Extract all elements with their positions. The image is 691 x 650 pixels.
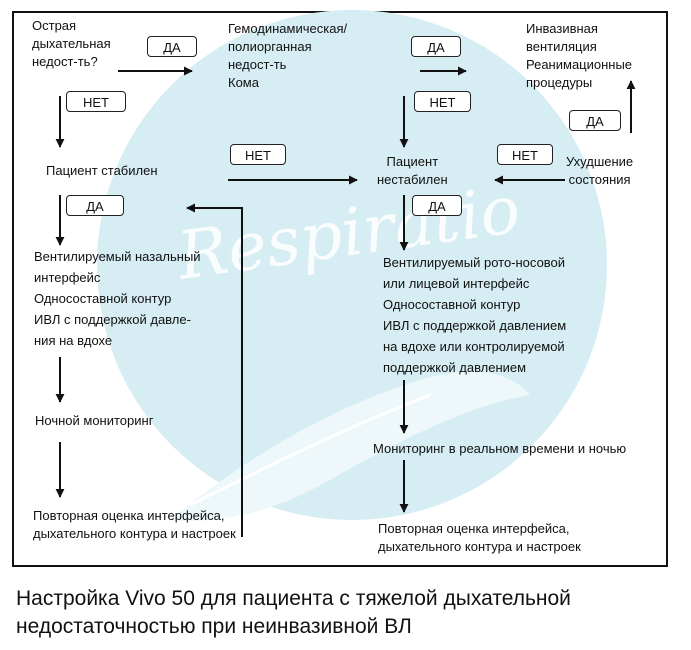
node-right-settings: Вентилируемый рото-носовой или лицевой и… [383,255,567,375]
label-no: НЕТ [66,91,126,112]
watermark-logo: Respiratio [97,10,607,521]
node-hemodynamic-failure: Гемодинамическая/ полиорганная недост-ть… [228,21,348,90]
label-yes: ДА [411,36,461,57]
node-realtime-monitoring: Мониторинг в реальном времени и ночью [373,441,627,456]
node-reassess-left: Повторная оценка интерфейса, дыхательног… [33,508,236,541]
label-yes: ДА [66,195,124,216]
node-reassess-right: Повторная оценка интерфейса, дыхательног… [378,521,581,554]
node-resp-failure-question: Острая дыхательная недост-ть? [32,18,111,69]
node-worsening: Ухудшение состояния [566,154,634,187]
node-invasive-ventilation: Инвазивная вентиляция Реанимационные про… [526,21,633,90]
node-patient-stable: Пациент стабилен [46,163,158,178]
node-patient-unstable: Пациент нестабилен [377,154,448,187]
label-yes: ДА [147,36,197,57]
label-no: НЕТ [497,144,553,165]
connectors [55,66,636,537]
label-no: НЕТ [414,91,471,112]
arrow-reassess-feedback [186,203,243,537]
label-no: НЕТ [230,144,286,165]
label-yes: ДА [412,195,462,216]
label-yes: ДА [569,110,621,131]
node-night-monitoring: Ночной мониторинг [35,413,154,428]
figure-caption: Настройка Vivo 50 для пациента с тяжелой… [16,587,571,638]
node-left-settings: Вентилируемый назальный интерфейс Односо… [34,249,201,348]
